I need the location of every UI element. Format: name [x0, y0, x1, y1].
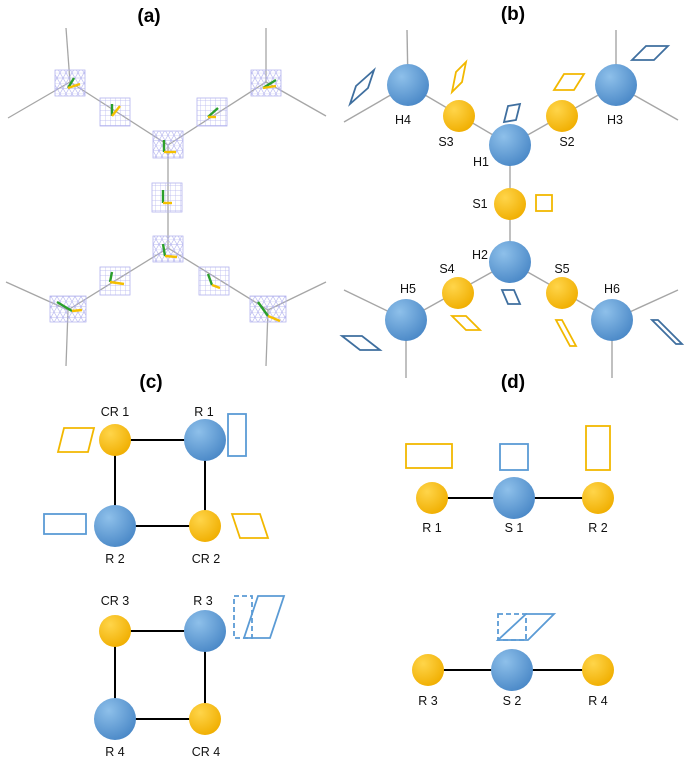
cell-r3-dashed: [233, 595, 253, 639]
node-s4: [442, 277, 474, 309]
label-h6: H6: [604, 282, 620, 296]
panel-c: (c) CR 1 R 1 R 2 CR 2 CR 3: [43, 372, 286, 759]
cell-cr1: [56, 427, 96, 453]
label-s4: S4: [439, 262, 454, 276]
cell-r2: [43, 513, 87, 535]
square-cell-upper-right: [196, 97, 228, 127]
cell-cr2: [230, 513, 270, 539]
hex-cell-center-bottom: [152, 235, 184, 263]
label-s3: S3: [438, 135, 453, 149]
square-cell-upper-left: [99, 97, 131, 127]
label-d-r2: R 2: [588, 521, 608, 535]
panel-c-top-square: CR 1 R 1 R 2 CR 2: [43, 405, 270, 566]
label-s5: S5: [554, 262, 569, 276]
cell-d-s2-sheared: [495, 613, 557, 641]
panel-a-label: (a): [137, 6, 160, 27]
square-cell-lower-left: [99, 266, 131, 296]
label-d-r4: R 4: [588, 694, 608, 708]
label-h2: H2: [472, 248, 488, 262]
label-d-r1: R 1: [422, 521, 442, 535]
label-d-s1: S 1: [505, 521, 524, 535]
label-r2: R 2: [105, 552, 125, 566]
label-h5: H5: [400, 282, 416, 296]
label-h3: H3: [607, 113, 623, 127]
label-cr2: CR 2: [192, 552, 221, 566]
node-h2: [489, 241, 531, 283]
node-s5: [546, 277, 578, 309]
node-cr1: [99, 424, 131, 456]
node-s1: [494, 188, 526, 220]
node-h1: [489, 124, 531, 166]
cell-s3: [450, 59, 468, 95]
cell-s2: [552, 73, 586, 91]
cell-h6: [649, 319, 685, 345]
label-h1: H1: [473, 155, 489, 169]
cell-h3: [629, 45, 671, 61]
node-d-r2: [582, 482, 614, 514]
node-h6: [591, 299, 633, 341]
square-cell-center: [151, 182, 183, 213]
label-s2: S2: [559, 135, 574, 149]
hex-cell-bottom-left: [49, 295, 87, 323]
node-d-s1: [493, 477, 535, 519]
cell-d-s1: [499, 443, 529, 471]
hex-cell-top-right: [250, 69, 282, 97]
panel-b-labels: H4 S3 H1 S2 H3 S1 H2 S4 S5 H5 H6: [395, 113, 623, 296]
cell-h5: [339, 335, 383, 351]
node-d-r1: [416, 482, 448, 514]
node-h3: [595, 64, 637, 106]
cell-s1: [535, 194, 553, 212]
node-r4: [94, 698, 136, 740]
label-d-s2: S 2: [503, 694, 522, 708]
label-r3: R 3: [193, 594, 213, 608]
node-cr4: [189, 703, 221, 735]
cell-r3-sheared: [242, 595, 286, 639]
cell-h4: [348, 67, 376, 107]
cell-h2: [500, 289, 522, 305]
label-cr1: CR 1: [101, 405, 130, 419]
hex-cell-center-top: [152, 130, 184, 159]
node-s2: [546, 100, 578, 132]
node-cr2: [189, 510, 221, 542]
label-r4: R 4: [105, 745, 125, 759]
label-cr3: CR 3: [101, 594, 130, 608]
hex-cell-bottom-right: [249, 295, 287, 323]
panel-c-label: (c): [139, 372, 162, 393]
node-cr3: [99, 615, 131, 647]
cell-r1: [227, 413, 247, 457]
hex-cell-top-left: [54, 69, 86, 97]
label-s1: S1: [472, 197, 487, 211]
label-h4: H4: [395, 113, 411, 127]
label-cr4: CR 4: [192, 745, 221, 759]
cell-s4: [449, 315, 483, 331]
panel-b-label: (b): [501, 4, 525, 25]
cell-d-r1: [405, 443, 453, 469]
panel-d-top-chain: R 1 S 1 R 2: [405, 425, 614, 535]
node-r2: [94, 505, 136, 547]
node-h5: [385, 299, 427, 341]
panel-b-nodes: [385, 64, 637, 341]
panel-b: (b): [339, 4, 685, 378]
panel-d: (d) R 1 S 1 R 2 R 3 S 2 R 4: [405, 372, 614, 708]
cell-s5: [554, 319, 578, 347]
panel-d-label: (d): [501, 372, 525, 393]
node-s3: [443, 100, 475, 132]
node-d-s2: [491, 649, 533, 691]
panel-d-bottom-chain: R 3 S 2 R 4: [412, 613, 614, 708]
label-d-r3: R 3: [418, 694, 438, 708]
node-r1: [184, 419, 226, 461]
cell-d-r2: [585, 425, 611, 471]
square-cell-lower-right: [198, 266, 230, 296]
node-h4: [387, 64, 429, 106]
node-d-r4: [582, 654, 614, 686]
node-d-r3: [412, 654, 444, 686]
node-r3: [184, 610, 226, 652]
panel-b-cell-shapes: [339, 45, 685, 351]
panel-c-bottom-square: CR 3 R 3 R 4 CR 4: [94, 594, 286, 759]
cell-h1: [502, 102, 522, 124]
panel-a: (a): [5, 6, 327, 367]
label-r1: R 1: [194, 405, 214, 419]
